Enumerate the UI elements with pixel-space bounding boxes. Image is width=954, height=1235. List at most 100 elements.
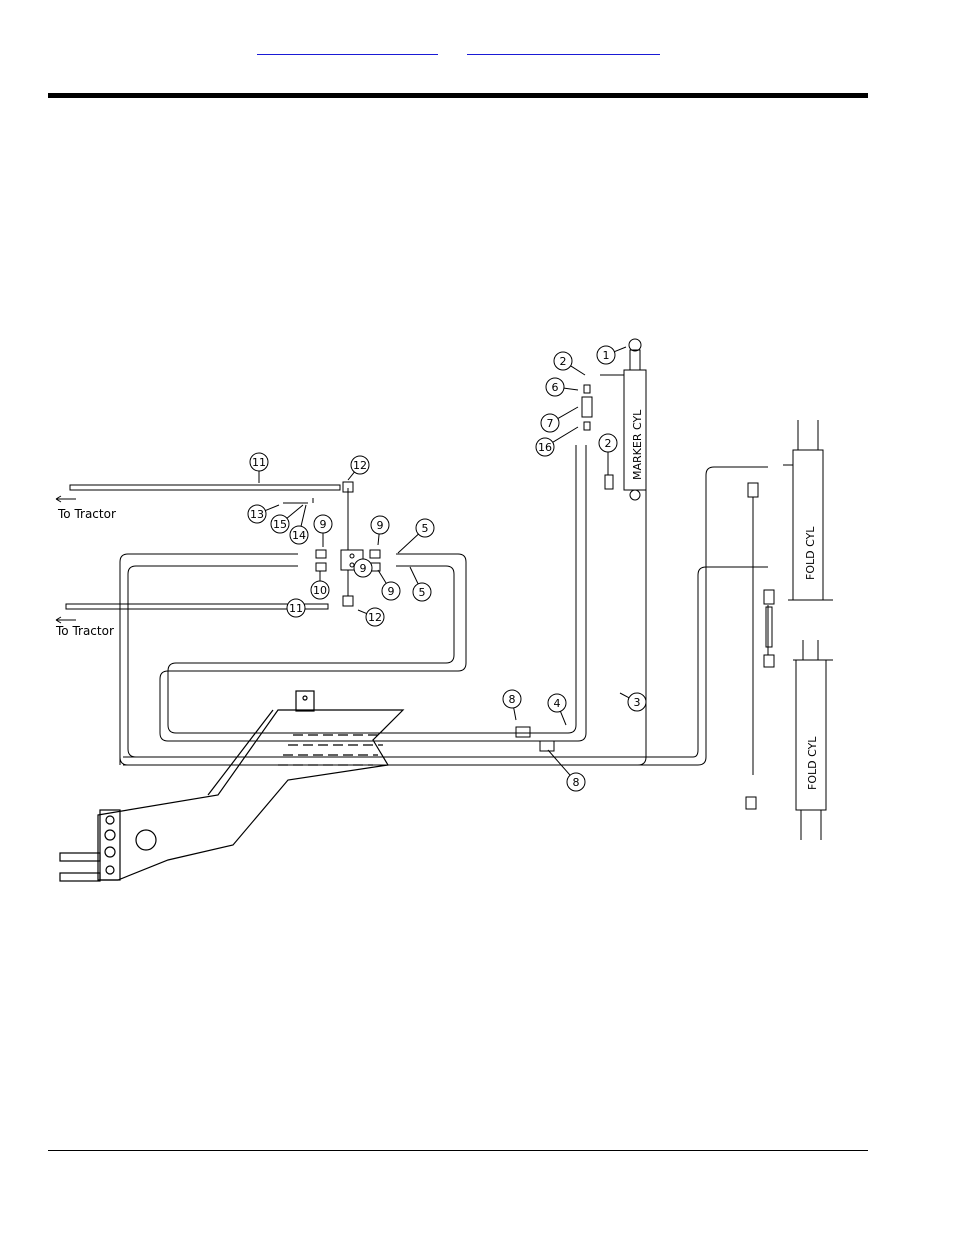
callout-number: 10 [313, 584, 327, 597]
marker-cyl-label: MARKER CYL [631, 409, 644, 480]
callout-circle [412, 582, 432, 602]
callout-circle [286, 598, 306, 618]
callout-circle [553, 351, 573, 371]
callout-circle [598, 433, 618, 453]
callout-2: 2 [553, 351, 586, 376]
callout-number: 11 [252, 456, 266, 469]
callout-12: 12 [347, 455, 370, 481]
footer-rule [48, 1150, 868, 1151]
callout-4: 4 [547, 693, 567, 726]
callout-circle [370, 515, 390, 535]
callout-leader [614, 346, 627, 353]
header-links [0, 42, 954, 58]
to-tractor-label-top: To Tractor [57, 507, 116, 521]
callout-leader [377, 569, 387, 584]
callout-9: 9 [353, 558, 373, 578]
fold-cylinder-lower [745, 640, 833, 840]
page-footer [48, 1156, 868, 1176]
header-link-2[interactable] [467, 42, 660, 55]
callout-7: 7 [540, 406, 579, 433]
callout-number: 5 [422, 522, 429, 535]
callout-number: 8 [573, 776, 580, 789]
callout-15: 15 [270, 504, 304, 534]
callout-circle [249, 452, 269, 472]
callout-leader [559, 711, 567, 726]
callout-number: 4 [554, 697, 561, 710]
callout-circle [547, 693, 567, 713]
marker-cylinder [581, 338, 647, 501]
callout-13: 13 [247, 504, 280, 524]
callout-9: 9 [377, 569, 401, 601]
callout-2: 2 [598, 433, 618, 475]
callout-number: 13 [250, 508, 264, 521]
callout-12: 12 [357, 607, 385, 627]
callout-leader [552, 426, 579, 443]
hitch-frame [59, 690, 405, 882]
callout-circle [310, 580, 330, 600]
callout-number: 12 [353, 459, 367, 472]
callout-leader [357, 609, 367, 615]
fold-cyl-upper-label: FOLD CYL [804, 526, 817, 580]
callout-9: 9 [313, 514, 333, 547]
callout-leader [557, 406, 579, 419]
callout-leader [570, 365, 586, 376]
callout-circle [381, 581, 401, 601]
callout-leader [286, 504, 304, 519]
callout-circle [289, 525, 309, 545]
callout-leader [409, 566, 419, 585]
callout-number: 2 [560, 355, 567, 368]
callout-leader [619, 692, 630, 699]
fold-cyl-lower-label: FOLD CYL [806, 736, 819, 790]
hydraulic-schematic: To Tractor To Tractor [48, 325, 838, 890]
callout-leader [377, 533, 380, 546]
callout-leader [513, 707, 517, 721]
callout-number: 7 [547, 417, 554, 430]
callout-8: 8 [547, 749, 586, 792]
tractor-hose-top [55, 484, 341, 503]
callout-14: 14 [289, 504, 309, 545]
callout-3: 3 [619, 692, 647, 712]
callout-leader [265, 504, 280, 512]
valve-block [283, 481, 381, 607]
callout-circle [353, 558, 373, 578]
callout-number: 9 [320, 518, 327, 531]
callout-circle [365, 607, 385, 627]
callout-circle [247, 504, 267, 524]
fold-cylinder-upper [747, 420, 833, 775]
callout-9: 9 [370, 515, 390, 546]
callout-circle [596, 345, 616, 365]
callout-leader [563, 387, 579, 391]
callout-number: 1 [603, 349, 610, 362]
callout-number: 8 [509, 693, 516, 706]
callout-leader [547, 749, 571, 776]
callout-circle [566, 772, 586, 792]
callout-5: 5 [397, 518, 435, 554]
callout-circle [350, 455, 370, 475]
callout-10: 10 [310, 571, 330, 600]
main-hose-run [119, 445, 768, 766]
header-rule [48, 93, 868, 98]
callout-number: 9 [360, 562, 367, 575]
callout-number: 12 [368, 611, 382, 624]
callout-number: 15 [273, 518, 287, 531]
callout-number: 6 [552, 381, 559, 394]
callout-number: 16 [538, 441, 552, 454]
callout-number: 9 [377, 519, 384, 532]
callout-number: 11 [289, 602, 303, 615]
callout-circle [545, 377, 565, 397]
callout-number: 5 [419, 586, 426, 599]
callout-6: 6 [545, 377, 579, 397]
callout-16: 16 [535, 426, 579, 457]
callout-circle [313, 514, 333, 534]
inline-fittings [515, 726, 555, 752]
to-tractor-label-bottom: To Tractor [55, 624, 114, 638]
callout-circle [502, 689, 522, 709]
callout-number: 3 [634, 696, 641, 709]
callout-leader [397, 533, 419, 554]
callout-circle [535, 437, 555, 457]
tractor-hose-bottom [55, 603, 329, 624]
header-link-1[interactable] [257, 42, 438, 55]
callout-5: 5 [409, 566, 432, 602]
callout-leader [300, 504, 307, 527]
